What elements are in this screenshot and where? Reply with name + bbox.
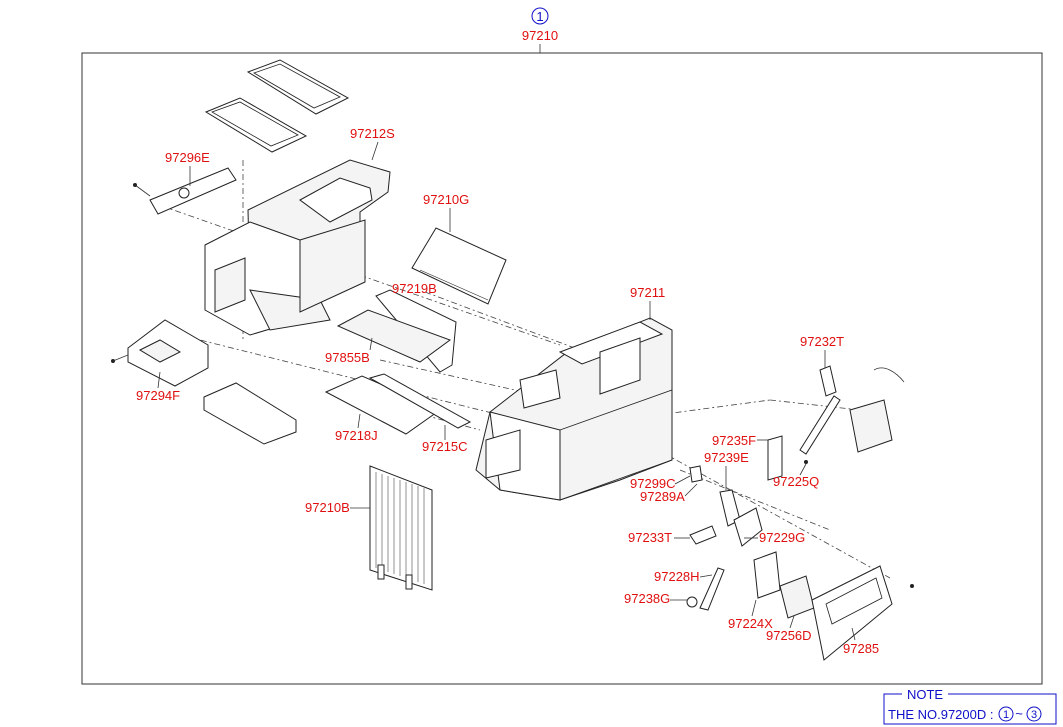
header-callout: 1 97210 <box>522 7 558 53</box>
part-label-97232T: 97232T <box>800 334 844 349</box>
part-label-97289A: 97289A <box>640 489 685 504</box>
part-label-97224X: 97224X <box>728 616 773 631</box>
part-label-97235F: 97235F <box>712 433 756 448</box>
part-label-97239E: 97239E <box>704 450 749 465</box>
upper-duct-case <box>204 159 391 336</box>
part-label-97238G: 97238G <box>624 591 670 606</box>
assembly-number: 97210 <box>522 28 558 43</box>
note-range-start: 1 <box>1003 709 1009 721</box>
part-label-97215C: 97215C <box>422 439 468 454</box>
linkage-parts <box>686 365 914 661</box>
note-box: NOTE THE NO.97200D : 1 ~ 3 <box>883 687 1057 725</box>
panel-97855B <box>336 309 452 363</box>
part-label-97299C: 97299C <box>630 476 676 491</box>
note-text: THE NO.97200D : <box>888 707 994 722</box>
header-circle-number: 1 <box>536 9 543 24</box>
part-label-97211: 97211 <box>630 285 665 300</box>
part-label-97233T: 97233T <box>628 530 672 545</box>
bracket-97294F <box>111 319 209 387</box>
part-label-97229G: 97229G <box>759 530 805 545</box>
part-label-97210B: 97210B <box>305 500 350 515</box>
part-label-97294F: 97294F <box>136 388 180 403</box>
part-labels: 97212S 97296E 97210G 97219B 97211 97855B… <box>136 126 879 656</box>
part-label-97296E: 97296E <box>165 150 210 165</box>
part-label-97285: 97285 <box>843 641 879 656</box>
bracket-97296E <box>133 167 237 215</box>
part-label-97855B: 97855B <box>325 350 370 365</box>
filter-97210G <box>411 227 507 305</box>
main-case-97211 <box>475 317 673 501</box>
diagram-frame <box>81 52 1043 685</box>
part-label-97218J: 97218J <box>335 428 378 443</box>
note-title: NOTE <box>907 687 943 702</box>
header-circle <box>531 7 549 25</box>
part-label-97256D: 97256D <box>766 628 812 643</box>
note-range-end: 3 <box>1031 709 1037 721</box>
lower-tray <box>203 382 297 445</box>
note-range-sep: ~ <box>1015 706 1023 721</box>
seal-gaskets <box>204 59 350 153</box>
panel-97215C <box>368 373 472 429</box>
part-label-97225Q: 97225Q <box>773 474 819 489</box>
part-label-97212S: 97212S <box>350 126 395 141</box>
part-label-97219B: 97219B <box>392 281 437 296</box>
part-label-97210G: 97210G <box>423 192 469 207</box>
heater-core-97210B <box>369 465 433 591</box>
part-label-97228H: 97228H <box>654 569 700 584</box>
